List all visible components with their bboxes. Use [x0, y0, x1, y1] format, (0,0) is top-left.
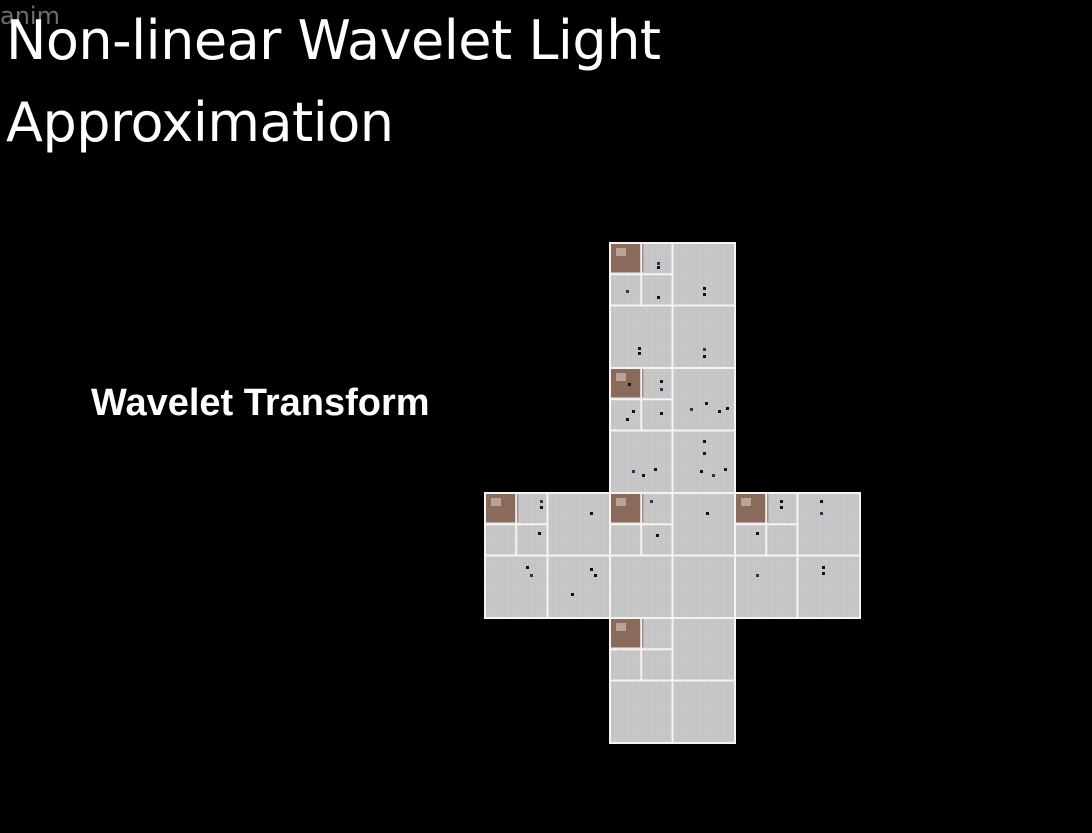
detail-coefficient: [780, 506, 783, 509]
detail-coefficient: [724, 468, 727, 471]
detail-coefficient: [660, 380, 663, 383]
detail-coefficient: [660, 388, 663, 391]
detail-coefficient: [626, 290, 629, 293]
face-left: [484, 492, 611, 619]
detail-coefficient: [657, 296, 660, 299]
approx-highlight: [616, 498, 626, 506]
detail-coefficient: [594, 574, 597, 577]
detail-coefficient: [718, 410, 721, 413]
detail-coefficient: [703, 440, 706, 443]
detail-coefficient: [657, 266, 660, 269]
approx-block: [485, 493, 519, 523]
detail-coefficient: [703, 355, 706, 358]
detail-coefficient: [530, 574, 533, 577]
detail-coefficient: [780, 500, 783, 503]
detail-coefficient: [703, 293, 706, 296]
detail-coefficient: [632, 410, 635, 413]
detail-coefficient: [700, 470, 703, 473]
detail-coefficient: [540, 500, 543, 503]
detail-coefficient: [638, 347, 641, 350]
slide-title: Non-linear Wavelet Light Approximation: [6, 9, 661, 154]
detail-coefficient: [703, 287, 706, 290]
detail-coefficient: [756, 532, 759, 535]
detail-coefficient: [712, 474, 715, 477]
face-upper: [609, 367, 736, 494]
approx-highlight: [741, 498, 751, 506]
detail-coefficient: [626, 418, 629, 421]
face-center: [609, 492, 736, 619]
face-border: [609, 617, 736, 744]
face-top: [609, 242, 736, 369]
detail-coefficient: [703, 348, 706, 351]
detail-coefficient: [656, 534, 659, 537]
approx-block: [610, 243, 644, 273]
face-border: [734, 492, 861, 619]
detail-coefficient: [705, 402, 708, 405]
detail-coefficient: [538, 532, 541, 535]
detail-coefficient: [703, 452, 706, 455]
approx-block: [610, 618, 644, 648]
face-bottom: [609, 617, 736, 744]
detail-coefficient: [690, 408, 693, 411]
detail-coefficient: [638, 352, 641, 355]
detail-coefficient: [590, 568, 593, 571]
detail-coefficient: [571, 593, 574, 596]
detail-coefficient: [822, 566, 825, 569]
detail-coefficient: [540, 506, 543, 509]
wavelet-transform-label: Wavelet Transform: [91, 382, 430, 424]
detail-coefficient: [822, 572, 825, 575]
detail-coefficient: [650, 500, 653, 503]
detail-coefficient: [632, 470, 635, 473]
detail-coefficient: [654, 468, 657, 471]
approx-highlight: [616, 248, 626, 256]
detail-coefficient: [706, 512, 709, 515]
detail-coefficient: [590, 512, 593, 515]
approx-highlight: [491, 498, 501, 506]
detail-coefficient: [756, 574, 759, 577]
approx-block: [610, 368, 644, 398]
approx-block: [610, 493, 644, 523]
detail-coefficient: [526, 566, 529, 569]
detail-coefficient: [660, 412, 663, 415]
face-right: [734, 492, 861, 619]
detail-coefficient: [820, 512, 823, 515]
approx-highlight: [616, 373, 626, 381]
detail-coefficient: [642, 474, 645, 477]
detail-coefficient: [820, 500, 823, 503]
detail-coefficient: [726, 407, 729, 410]
approx-highlight: [616, 623, 626, 631]
detail-coefficient: [657, 262, 660, 265]
detail-coefficient: [628, 383, 631, 386]
approx-block: [735, 493, 769, 523]
